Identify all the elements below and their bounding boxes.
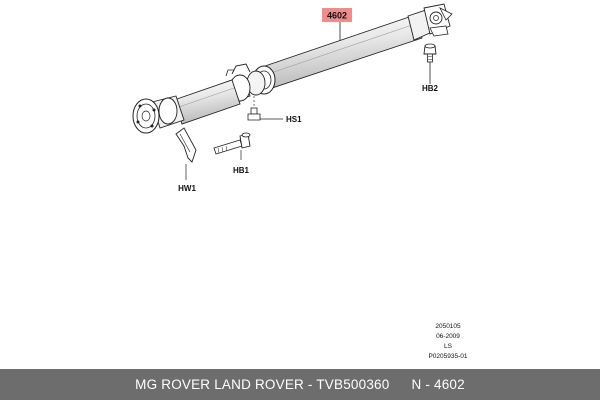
front-flange-yoke [407,3,453,41]
shaft-highlight-line [267,23,416,75]
footer-title: MG ROVER LAND ROVER - TVB500360 [135,377,390,392]
reference-line-3: LS [444,343,453,350]
footer-part-ref: N - 4602 [411,377,465,392]
reference-line-4: P0205935-01 [428,353,467,360]
footer-bar: MG ROVER LAND ROVER - TVB500360 N - 4602 [0,369,600,400]
part-number-box [322,8,352,22]
shaft-tube-front [264,15,423,89]
reference-block: 2050105 06-2009 LS P0205935-01 [428,323,467,360]
hw1-label: HW1 [178,184,196,193]
reference-line-1: 2050105 [435,323,461,330]
hb2-bolt [423,43,437,84]
hb2-label: HB2 [422,84,439,93]
hb1-bolt [213,132,251,160]
reference-line-2: 06-2009 [436,333,460,340]
shaft-tube-rear [173,79,241,125]
hs1-screw [247,96,283,121]
hb1-label: HB1 [233,166,250,175]
rear-coupling [132,95,185,134]
drive-shaft [132,3,453,134]
center-bearing [225,63,276,103]
part-number-label: 4602 [327,11,347,21]
hs1-label: HS1 [286,115,302,124]
hw1-shield [175,127,197,180]
